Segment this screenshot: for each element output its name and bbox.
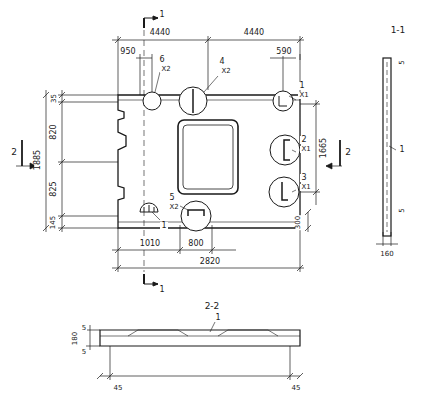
callout-number: 1-1 bbox=[390, 26, 407, 35]
callout-number: Х1 bbox=[298, 92, 309, 99]
dimension-line bbox=[16, 90, 118, 232]
callout-number: Х2 bbox=[220, 68, 231, 75]
dimension-text: 45 bbox=[113, 385, 124, 392]
callout-number: Х1 bbox=[300, 146, 311, 153]
callout-number: 4 bbox=[218, 58, 225, 66]
dimension-line bbox=[112, 225, 304, 272]
dimension-text: 950 bbox=[119, 48, 136, 56]
callout-number: 5 bbox=[399, 207, 406, 213]
dimension-text: 1665 bbox=[320, 137, 328, 159]
callout-number: 2 bbox=[344, 148, 352, 157]
section-view bbox=[86, 322, 303, 380]
callout-number: 1 bbox=[158, 11, 165, 19]
dimension-text: 180 bbox=[73, 330, 80, 345]
dimension-line bbox=[112, 36, 304, 95]
dimension-text: 4440 bbox=[243, 29, 265, 37]
section-view bbox=[376, 58, 398, 246]
callout-number: 1 bbox=[214, 314, 221, 322]
dimension-line bbox=[300, 100, 342, 232]
dimension-text: 800 bbox=[187, 240, 204, 248]
leader-line bbox=[152, 72, 296, 220]
dimension-text: 590 bbox=[275, 48, 292, 56]
callout-number: 5 bbox=[81, 349, 87, 356]
dimension-text: 2820 bbox=[199, 258, 221, 266]
dimension-text: 35 bbox=[50, 93, 57, 104]
callout-number: 1 bbox=[160, 222, 167, 230]
dimension-text: 820 bbox=[50, 123, 58, 140]
dimension-text: 160 bbox=[379, 251, 394, 258]
dimension-text: 45 bbox=[291, 385, 302, 392]
callout-number: 2 bbox=[300, 136, 307, 144]
callout-number: Х2 bbox=[168, 204, 179, 211]
callout-number: 1 bbox=[158, 286, 165, 294]
dimension-text: 145 bbox=[51, 214, 58, 229]
callout-number: 2-2 bbox=[204, 302, 221, 311]
dimension-text: 825 bbox=[50, 180, 58, 197]
callout-number: 3 bbox=[300, 174, 307, 182]
callout-number: Х1 bbox=[300, 184, 311, 191]
callout-number: 5 bbox=[81, 325, 87, 332]
dimension-text: 1885 bbox=[34, 149, 42, 171]
callout-number: 6 bbox=[158, 56, 165, 64]
callout-number: Х2 bbox=[160, 66, 171, 73]
dimension-text: 4440 bbox=[149, 29, 171, 37]
embedded-part bbox=[140, 87, 300, 231]
dimension-text: 300 bbox=[296, 214, 303, 229]
callout-number: 1 bbox=[298, 82, 305, 90]
callout-number: 5 bbox=[168, 194, 175, 202]
callout-number: 2 bbox=[10, 148, 18, 157]
dimension-text: 1010 bbox=[139, 240, 161, 248]
callout-number: 5 bbox=[399, 59, 406, 65]
callout-number: 1 bbox=[398, 146, 405, 154]
